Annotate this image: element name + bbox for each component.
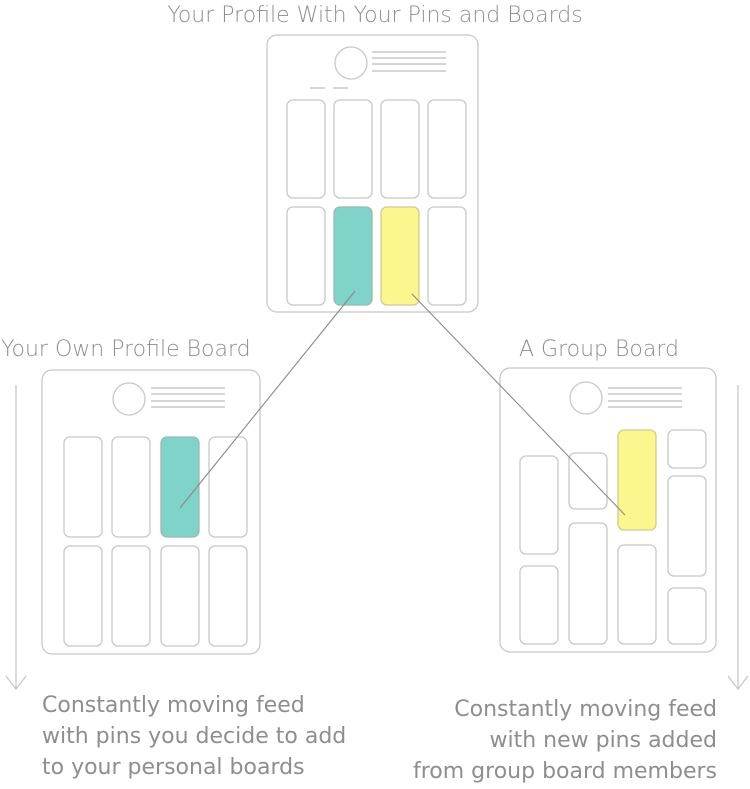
profile-pin — [286, 206, 326, 306]
profile-avatar — [334, 46, 368, 80]
left-caption-line: to your personal boards — [42, 755, 305, 780]
left-feed-arrow — [5, 385, 27, 691]
own-board-pin — [160, 545, 200, 647]
own-board-pin — [208, 436, 248, 538]
own-board-pin-grid — [63, 436, 248, 647]
profile-pin — [427, 206, 467, 306]
profile-pin — [333, 99, 373, 199]
right-caption-line: from group board members — [412, 759, 717, 784]
right-caption: Constantly moving feed with new pins add… — [413, 694, 717, 787]
right-caption-line: with new pins added — [489, 728, 717, 753]
group-board-pin — [667, 429, 707, 469]
group-board-phone — [499, 367, 717, 653]
profile-text-lines — [310, 51, 446, 89]
profile-pin — [380, 99, 420, 199]
connector-yellow — [411, 293, 626, 516]
own-board-pin — [63, 436, 103, 538]
own-board-pin-teal — [160, 436, 200, 538]
group-board-pin — [568, 522, 608, 645]
own-board-pin — [111, 545, 151, 647]
own-board-pin — [111, 436, 151, 538]
left-caption-line: with pins you decide to add — [42, 724, 347, 749]
own-board-title: Your Own Profile Board — [1, 337, 251, 362]
group-board-pin — [667, 475, 707, 577]
profile-phone — [266, 34, 479, 313]
right-feed-arrow — [727, 385, 749, 691]
profile-title: Your Profile With Your Pins and Boards — [167, 3, 583, 28]
profile-pin-grid — [286, 99, 467, 306]
own-board-text-lines — [151, 387, 225, 408]
group-board-pin-yellow — [617, 429, 657, 531]
group-board-pin-grid — [519, 429, 707, 645]
group-board-pin — [519, 455, 559, 555]
group-board-avatar — [569, 381, 603, 415]
group-board-pin — [617, 544, 657, 645]
group-board-pin — [667, 587, 707, 645]
own-board-pin — [63, 545, 103, 647]
profile-pin-teal — [333, 206, 373, 306]
group-board-text-lines — [608, 387, 682, 408]
profile-pin — [427, 99, 467, 199]
right-caption-line: Constantly moving feed — [454, 697, 717, 722]
left-caption: Constantly moving feed with pins you dec… — [42, 690, 346, 783]
own-board-phone — [41, 369, 261, 655]
left-caption-line: Constantly moving feed — [42, 693, 305, 718]
own-board-avatar — [112, 382, 146, 416]
group-board-pin — [568, 452, 608, 510]
profile-pin — [286, 99, 326, 199]
group-board-pin — [519, 565, 559, 645]
own-board-pin — [208, 545, 248, 647]
group-board-title: A Group Board — [519, 337, 679, 362]
connector-teal — [179, 290, 356, 509]
profile-pin-yellow — [380, 206, 420, 306]
